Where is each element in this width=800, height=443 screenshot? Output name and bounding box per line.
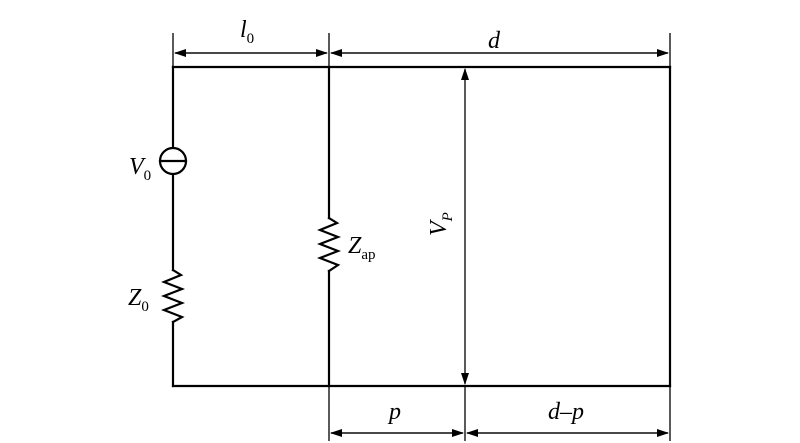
- label-l0: l0: [240, 17, 254, 47]
- label-vp: VP: [426, 212, 456, 236]
- label-zap: Zap: [348, 233, 376, 263]
- label-d-minus-p: d–p: [548, 399, 584, 425]
- top-dimension-lines: [172, 33, 671, 67]
- resistor-zap-icon: [316, 216, 342, 273]
- label-v0: V0: [129, 154, 151, 184]
- bottom-dimension-lines: [328, 386, 671, 441]
- label-z0: Z0: [128, 285, 149, 315]
- circuit-wires: [171, 65, 672, 388]
- label-d: d: [488, 28, 501, 54]
- voltage-source-icon: [158, 146, 188, 176]
- resistor-z0-icon: [160, 268, 186, 324]
- label-p: p: [387, 399, 401, 425]
